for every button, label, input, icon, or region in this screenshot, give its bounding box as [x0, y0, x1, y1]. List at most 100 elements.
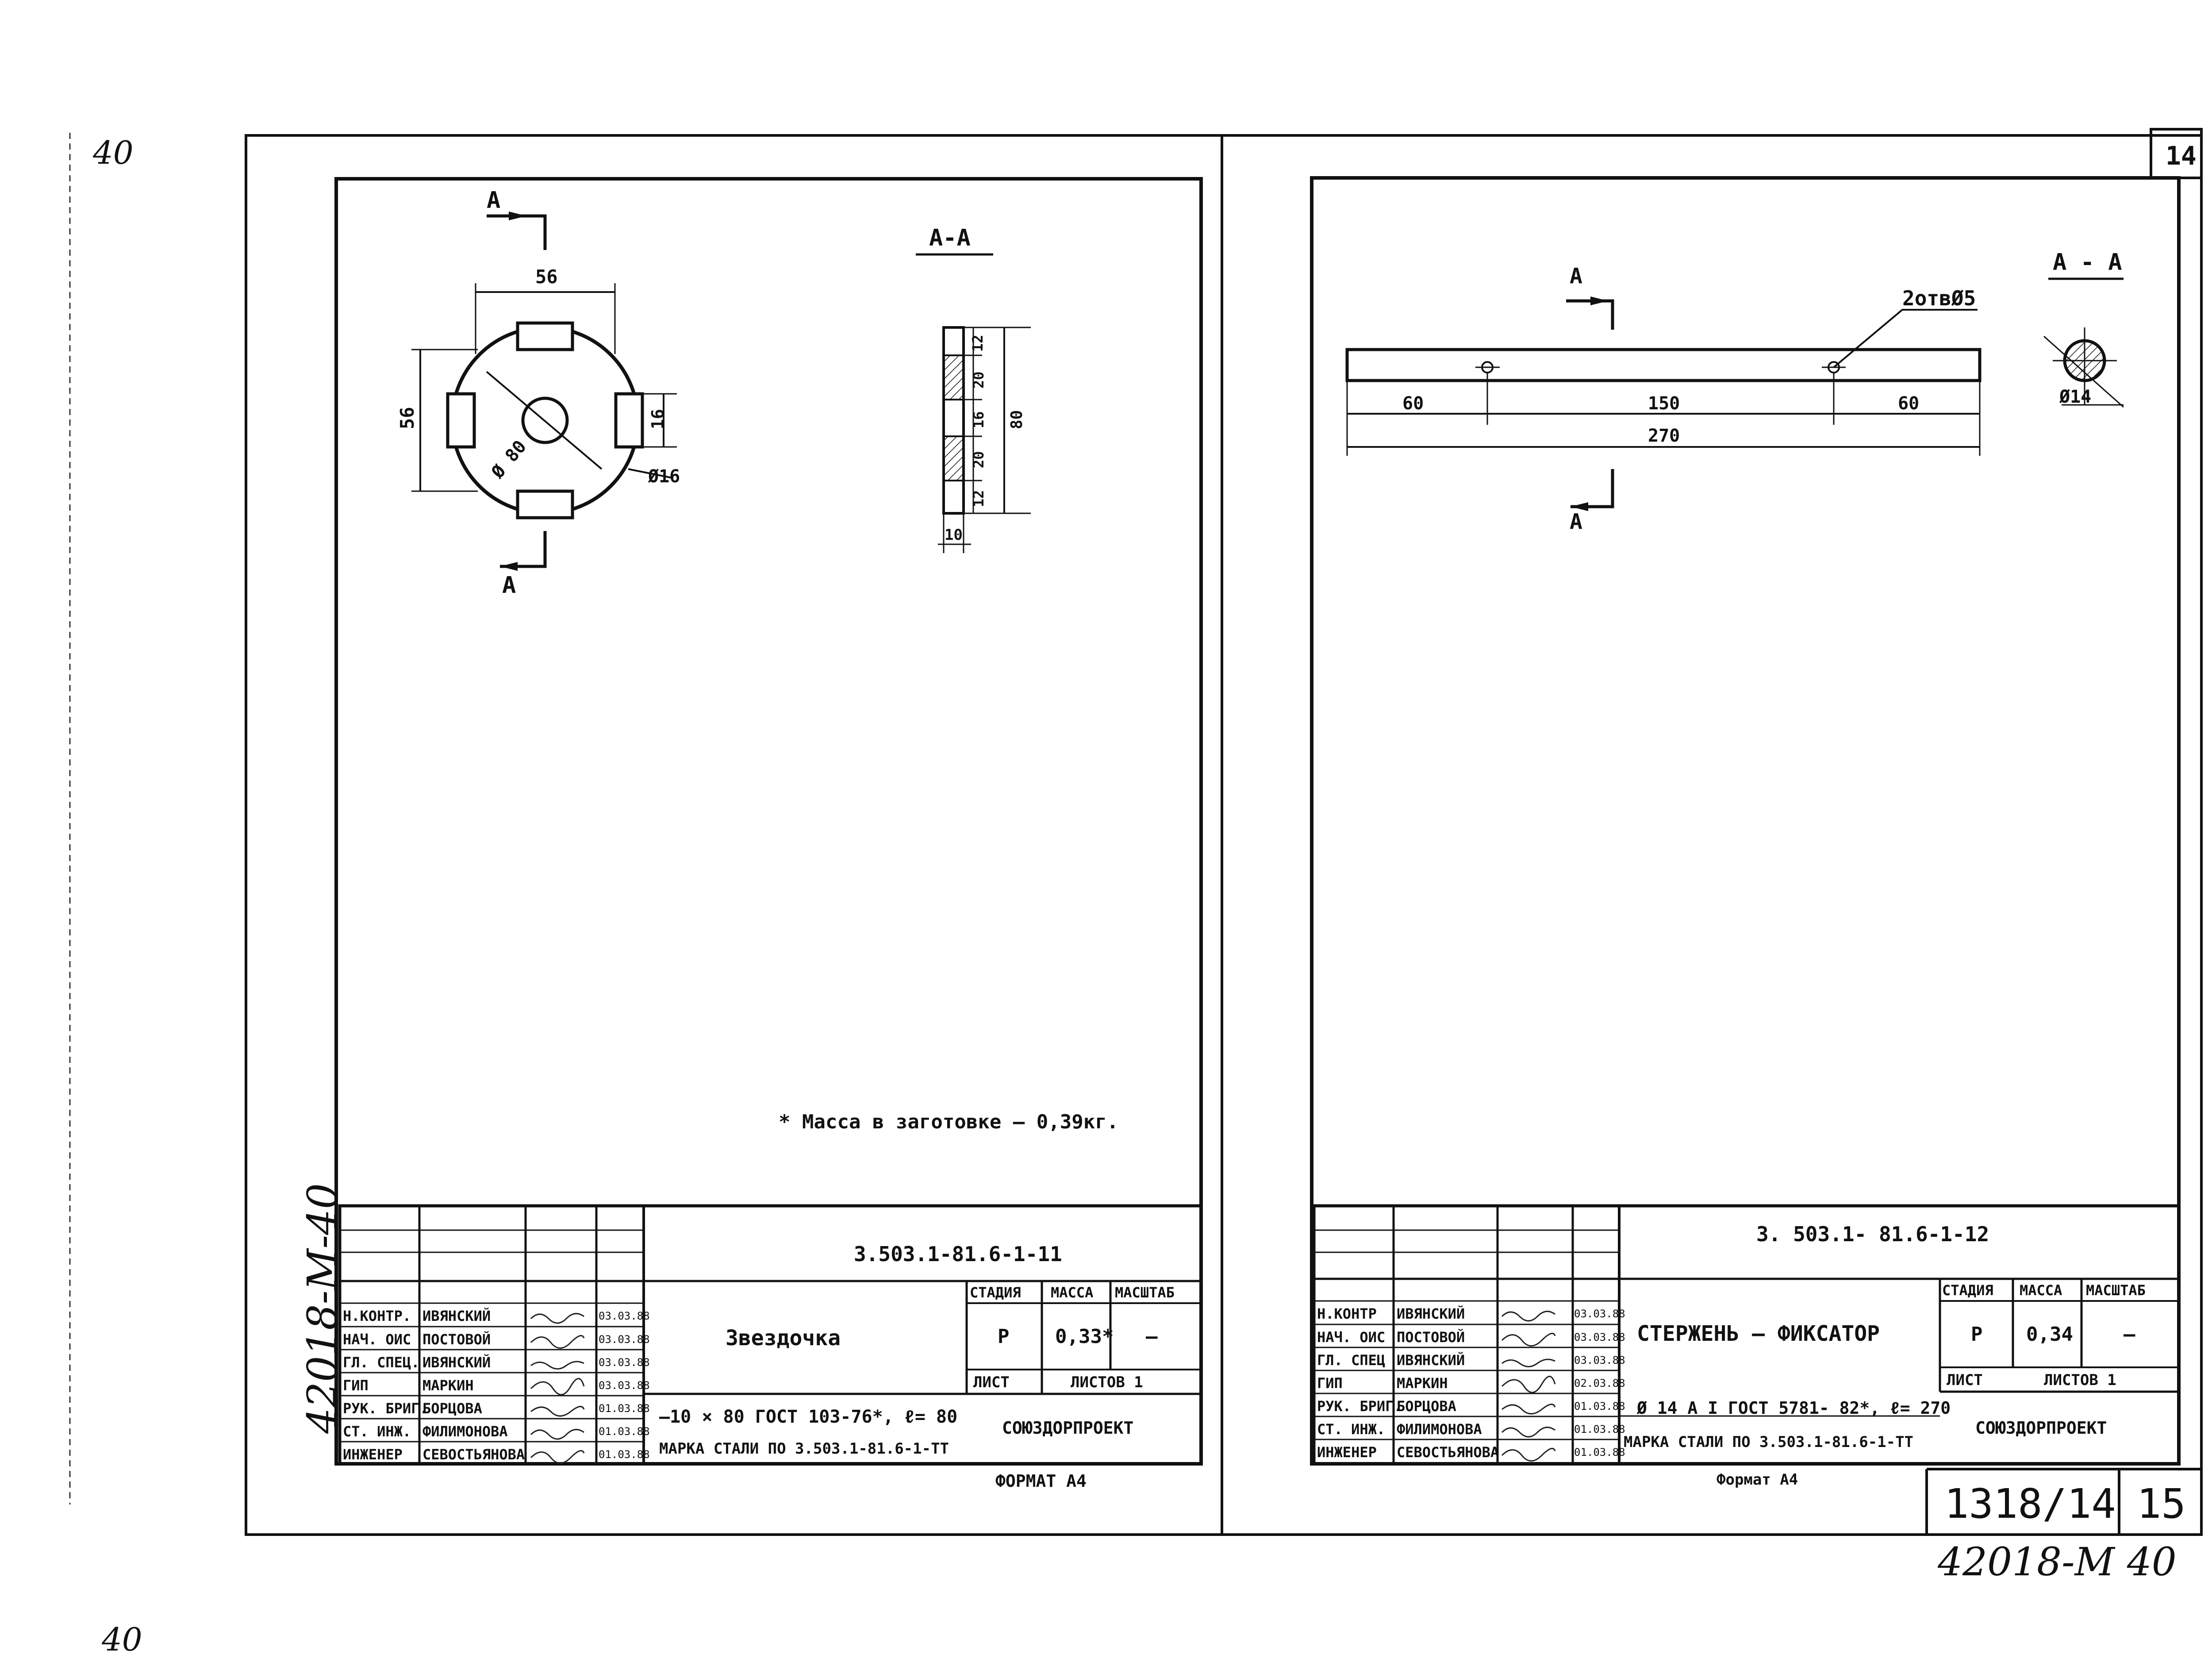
left-doc-code: 3.503.1-81.6-1-11 — [854, 1242, 1062, 1266]
right-doc-title: СТЕРЖЕНЬ — ФИКСАТОР — [1637, 1321, 1880, 1346]
left-sheet-label: ЛИСТ — [973, 1374, 1010, 1391]
right-date-7: 01.03.88 — [1574, 1446, 1625, 1458]
rod-section-diameter: Ø14 — [2059, 387, 2091, 407]
dim-hole-16: Ø16 — [648, 466, 680, 487]
section-dim-10: 10 — [945, 526, 963, 544]
left-cut-arrowhead-top — [509, 212, 526, 220]
left-date-2: 03.03.88 — [599, 1333, 650, 1346]
right-title-block: 3. 503.1- 81.6-1-12 СТЕРЖЕНЬ — ФИКСАТОР … — [1312, 1204, 2181, 1489]
right-cut-arrowhead-top — [1590, 296, 1608, 305]
album-number: 1318/14 — [1944, 1480, 2116, 1528]
page-number: 15 — [2137, 1480, 2186, 1528]
right-roles: Н.КОНТР НАЧ. ОИС ГЛ. СПЕЦ ГИП РУК. БРИГ.… — [1317, 1305, 1402, 1461]
left-date-6: 01.03.88 — [599, 1425, 650, 1438]
right-name-4: МАРКИН — [1397, 1375, 1448, 1392]
handwritten-code: 42018-М 40 — [1937, 1539, 2177, 1585]
right-name-7: СЕВОСТЬЯНОВА — [1397, 1444, 1499, 1461]
right-doc-code: 3. 503.1- 81.6-1-12 — [1756, 1222, 1989, 1246]
signature-r6 — [1501, 1427, 1555, 1438]
center-hole — [521, 396, 569, 444]
left-role-6: СТ. ИНЖ. — [343, 1423, 411, 1440]
vertical-stamp: 42018-М-40 — [299, 1183, 346, 1434]
left-date-7: 01.03.88 — [599, 1448, 650, 1461]
left-date-1: 03.03.88 — [599, 1310, 650, 1322]
left-names: ИВЯНСКИЙ ПОСТОВОЙ ИВЯНСКИЙ МАРКИН БОРЦОВ… — [422, 1308, 525, 1463]
signature-6 — [530, 1429, 584, 1440]
rod-dim-270: 270 — [1648, 426, 1680, 446]
rod-section-circle — [2063, 339, 2106, 382]
right-role-1: Н.КОНТР — [1317, 1305, 1377, 1322]
slot-right — [614, 392, 644, 449]
right-dates: 03.03.88 03.03.88 03.03.88 02.03.88 01.0… — [1574, 1308, 1625, 1458]
section-profile — [942, 326, 965, 515]
right-material-line2: МАРКА СТАЛИ ПО 3.503.1-81.6-1-ТТ — [1624, 1433, 1913, 1451]
outer-frame — [245, 134, 2203, 1536]
signature-1 — [530, 1313, 584, 1324]
hole-leader — [1833, 309, 1978, 368]
right-role-4: ГИП — [1317, 1375, 1343, 1392]
diameter-leader — [486, 371, 603, 470]
section-dim-12-bottom: 12 — [970, 490, 987, 507]
left-name-6: ФИЛИМОНОВА — [422, 1423, 508, 1440]
right-date-3: 03.03.88 — [1574, 1354, 1625, 1366]
left-name-3: ИВЯНСКИЙ — [422, 1354, 491, 1371]
right-material-line1: Ø 14 А I ГОСТ 5781- 82*, ℓ= 270 — [1636, 1398, 1951, 1418]
left-name-2: ПОСТОВОЙ — [422, 1331, 491, 1348]
right-cut-label-bottom: А — [1570, 509, 1582, 534]
left-date-4: 03.03.88 — [599, 1379, 650, 1392]
hole-note: 2отвØ5 — [1902, 286, 1976, 310]
left-scale-value: — — [1146, 1325, 1158, 1348]
dim-diameter-80: Ø 80 — [487, 437, 530, 483]
left-cut-label-top: А — [487, 187, 500, 214]
right-stage-value: Р — [1971, 1323, 1983, 1346]
left-sheet: А А 56 56 Ø 80 16 Ø16 — [299, 177, 1203, 1491]
dim-56-top: 56 — [535, 266, 558, 288]
left-name-5: БОРЦОВА — [422, 1400, 482, 1417]
signature-r2 — [1501, 1332, 1556, 1347]
signature-3 — [530, 1361, 584, 1370]
right-cut-arrowhead-bottom — [1571, 502, 1588, 511]
right-mass-label: МАССА — [2020, 1282, 2062, 1299]
left-material-line1: —10 × 80 ГОСТ 103-76*, ℓ= 80 — [659, 1407, 957, 1427]
section-dim-80: 80 — [1008, 410, 1026, 429]
left-org: СОЮЗДОРПРОЕКТ — [1002, 1418, 1133, 1438]
signature-r7 — [1501, 1447, 1556, 1462]
margin-note-top: 40 — [92, 134, 134, 171]
right-name-6: ФИЛИМОНОВА — [1397, 1421, 1482, 1438]
left-stage-label: СТАДИЯ — [970, 1284, 1021, 1301]
leader-hole-16 — [628, 468, 673, 479]
dim-slot-16: 16 — [648, 409, 668, 429]
right-name-2: ПОСТОВОЙ — [1397, 1329, 1465, 1346]
left-material-line2: МАРКА СТАЛИ ПО 3.503.1-81.6-1-ТТ — [659, 1440, 949, 1458]
right-sheets-label: ЛИСТОВ 1 — [2044, 1371, 2116, 1389]
signature-5 — [530, 1406, 585, 1417]
right-sheet: А А 2отвØ5 60 150 60 270 А - А Ø14 — [1310, 176, 2181, 1489]
right-cut-arrow-bottom — [1571, 469, 1614, 508]
right-stage-label: СТАДИЯ — [1942, 1282, 1993, 1299]
section-hatch-lower — [943, 435, 964, 481]
right-date-4: 02.03.88 — [1574, 1377, 1625, 1389]
signature-7 — [530, 1450, 585, 1464]
section-hatch-upper — [943, 354, 964, 400]
star-washer — [446, 321, 644, 519]
right-role-6: СТ. ИНЖ. — [1317, 1421, 1385, 1438]
signature-r5 — [1502, 1404, 1556, 1415]
left-cut-arrow-top — [487, 214, 547, 250]
dim-56-side: 56 — [396, 407, 418, 429]
left-sheets-label: ЛИСТОВ 1 — [1071, 1374, 1143, 1391]
right-names: ИВЯНСКИЙ ПОСТОВОЙ ИВЯНСКИЙ МАРКИН БОРЦОВ… — [1397, 1305, 1499, 1461]
left-role-3: ГЛ. СПЕЦ. — [343, 1354, 419, 1371]
left-mass-note: * Масса в заготовке – 0,39кг. — [779, 1111, 1118, 1133]
right-cut-arrow-top — [1566, 299, 1614, 330]
signature-4 — [530, 1378, 585, 1396]
signature-2 — [530, 1335, 585, 1349]
left-role-7: ИНЖЕНЕР — [343, 1446, 403, 1463]
right-sheet-label: ЛИСТ — [1947, 1371, 1983, 1389]
right-signatures — [1501, 1311, 1556, 1462]
left-roles: Н.КОНТР. НАЧ. ОИС ГЛ. СПЕЦ. ГИП РУК. БРИ… — [343, 1308, 428, 1463]
signature-r3 — [1502, 1358, 1555, 1367]
right-name-3: ИВЯНСКИЙ — [1397, 1352, 1465, 1369]
left-role-1: Н.КОНТР. — [343, 1308, 411, 1324]
right-mass-value: 0,34 — [2026, 1323, 2073, 1346]
